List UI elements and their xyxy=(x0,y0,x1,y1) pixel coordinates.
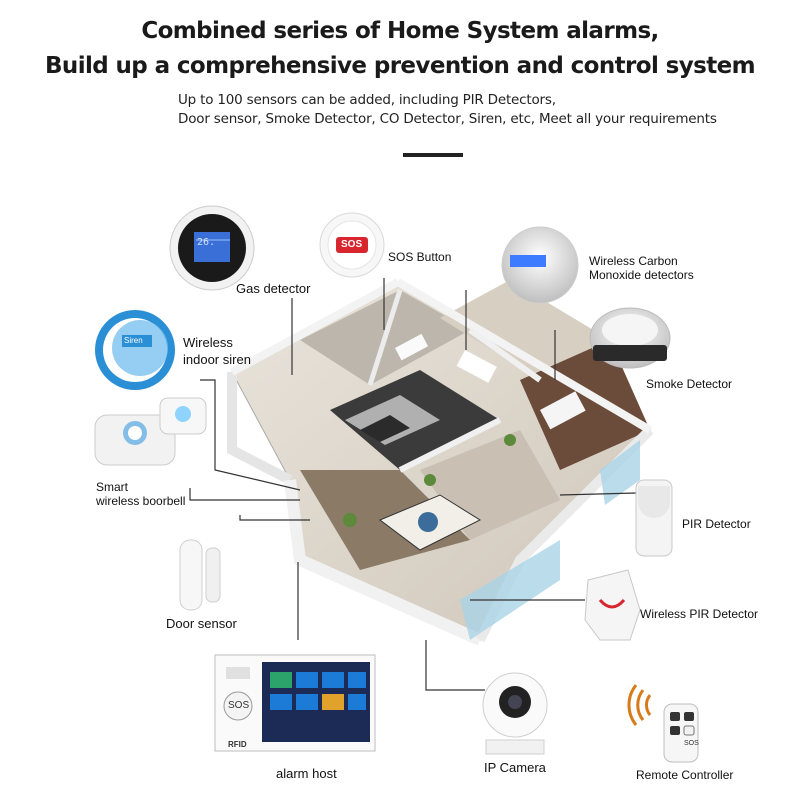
sos-button-device xyxy=(319,212,385,278)
label-door-sensor: Door sensor xyxy=(166,616,237,631)
alarm-host-sos: SOS xyxy=(228,700,250,711)
label-co-detector-line1: Wireless Carbon xyxy=(589,254,678,268)
label-doorbell-line1: Smart xyxy=(96,480,129,494)
label-wireless-pir: Wireless PIR Detector xyxy=(640,607,759,621)
label-alarm-host: alarm host xyxy=(276,766,337,781)
page-title: Combined series of Home System alarms, xyxy=(141,18,659,44)
siren-text: Siren xyxy=(124,336,143,345)
doorbell-device xyxy=(94,397,207,466)
label-doorbell-line2: wireless boorbell xyxy=(96,494,186,508)
label-gas-detector: Gas detector xyxy=(236,281,311,296)
smoke-detector-device xyxy=(589,307,671,369)
divider xyxy=(403,153,463,157)
page-title-line2: Build up a comprehensive prevention and … xyxy=(44,53,756,79)
subtitle-line1: Up to 100 sensors can be added, includin… xyxy=(178,92,556,108)
gas-screen-value: 26. xyxy=(197,237,216,248)
subtitle-line2: Door sensor, Smoke Detector, CO Detector… xyxy=(178,111,717,127)
sos-button-text: SOS xyxy=(341,239,363,250)
label-siren-line1: Wireless xyxy=(183,335,233,350)
label-ip-camera: IP Camera xyxy=(484,760,546,775)
label-sos-button: SOS Button xyxy=(388,250,452,264)
alarm-host-device xyxy=(214,654,376,752)
label-siren-line2: indoor siren xyxy=(183,352,251,367)
label-pir-detector: PIR Detector xyxy=(682,517,751,531)
label-smoke-detector: Smoke Detector xyxy=(646,377,733,391)
wireless-pir-device xyxy=(584,569,641,641)
remote-sos-text: SOS xyxy=(684,740,699,747)
ip-camera-device xyxy=(482,672,548,755)
siren-device xyxy=(95,310,175,390)
connector-lines xyxy=(189,278,637,691)
remote-controller-device xyxy=(627,684,699,763)
pir-detector-device xyxy=(635,479,673,557)
label-co-detector-line2: Monoxide detectors xyxy=(589,268,694,282)
co-detector-device xyxy=(501,226,579,304)
house-floorplan xyxy=(227,278,654,646)
label-remote-controller: Remote Controller xyxy=(636,768,734,782)
door-sensor-device xyxy=(179,539,221,611)
gas-detector-device xyxy=(169,205,255,291)
alarm-host-rfid: RFID xyxy=(228,740,247,749)
